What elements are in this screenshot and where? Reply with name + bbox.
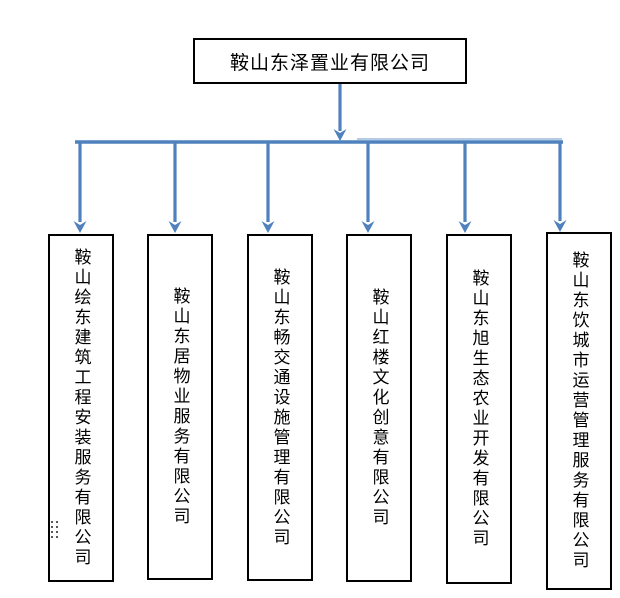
org-node-child-5-label: 鞍山东旭生态农业开发有限公司 [469,269,489,549]
drag-dots-icon[interactable] [51,521,59,543]
org-node-child-2-label: 鞍山东居物业服务有限公司 [170,287,190,527]
org-node-child-5[interactable]: 鞍山东旭生态农业开发有限公司 [446,234,512,584]
org-node-child-6[interactable]: 鞍山东饮城市运营管理服务有限公司 [546,232,612,590]
org-node-child-4-label: 鞍山红楼文化创意有限公司 [369,288,389,528]
down-arrowhead-icon [73,221,87,233]
org-node-root-label: 鞍山东泽置业有限公司 [229,52,430,74]
org-node-child-4[interactable]: 鞍山红楼文化创意有限公司 [346,234,412,582]
drop-connectors [73,143,567,233]
org-node-root[interactable]: 鞍山东泽置业有限公司 [193,38,467,84]
org-node-child-1[interactable]: 鞍山绘东建筑工程安装服务有限公司 [48,234,114,582]
down-arrowhead-icon [458,221,472,233]
down-arrowhead-icon [361,221,375,233]
org-node-child-2[interactable]: 鞍山东居物业服务有限公司 [147,234,213,580]
down-arrowhead-icon [168,221,182,233]
org-node-child-3[interactable]: 鞍山东畅交通设施管理有限公司 [247,234,313,581]
org-node-child-6-label: 鞍山东饮城市运营管理服务有限公司 [569,251,589,571]
org-node-child-1-label: 鞍山绘东建筑工程安装服务有限公司 [71,248,91,568]
root-arrowhead-icon [333,129,347,141]
down-arrowhead-icon [261,221,275,233]
down-arrowhead-icon [553,220,567,232]
org-node-child-3-label: 鞍山东畅交通设施管理有限公司 [270,267,290,548]
